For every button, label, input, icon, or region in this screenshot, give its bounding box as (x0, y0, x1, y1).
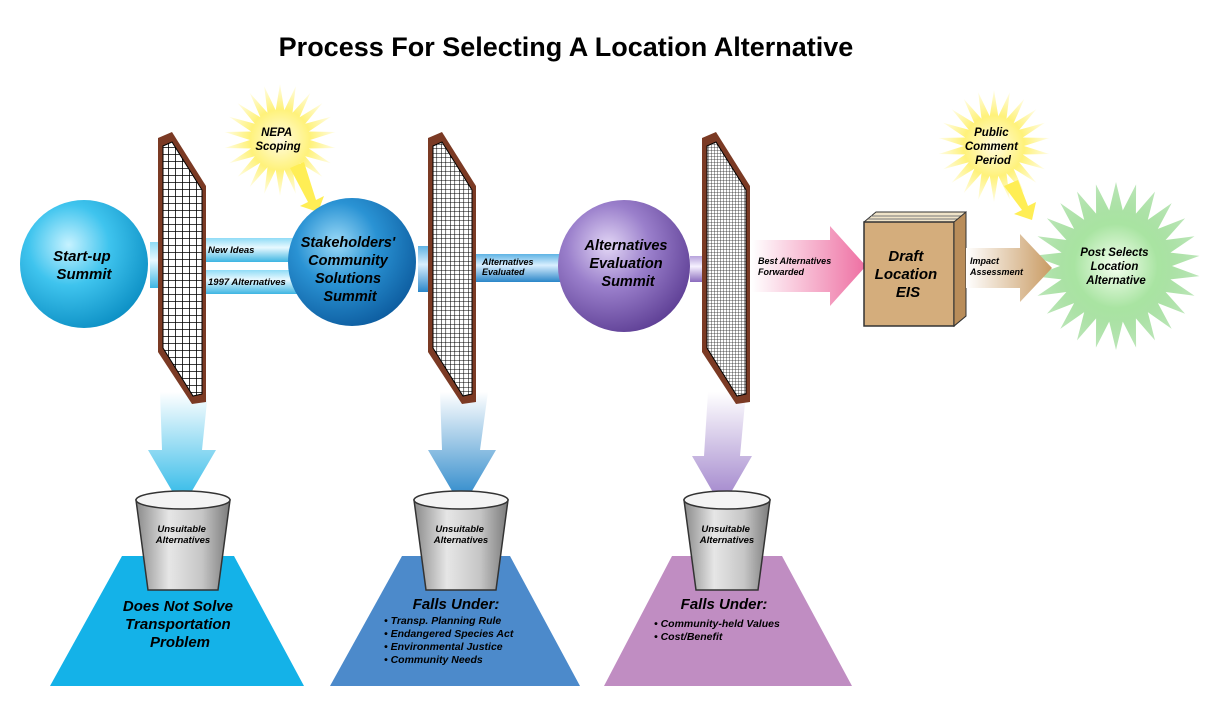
base-2 (330, 556, 580, 686)
base-3-list: • Community-held Values • Cost/Benefit (654, 618, 783, 643)
page-title: Process For Selecting A Location Alterna… (279, 32, 854, 62)
stakeholders-summit-label: Stakeholders' Community Solutions Summit (301, 235, 400, 305)
base-1 (50, 556, 304, 686)
down-arrow-1 (148, 392, 216, 508)
nepa-arrow (290, 162, 324, 212)
filter-screen-1 (158, 132, 206, 404)
base-2-title: Falls Under: (413, 596, 500, 613)
down-arrow-2 (428, 392, 496, 508)
nepa-scoping-sun: NEPA Scoping (224, 84, 336, 196)
evaluation-summit-circle (558, 200, 690, 332)
bucket-2 (413, 490, 509, 591)
impact-assessment-label: Impact Assessment (969, 256, 1024, 277)
base-1-text: Does Not Solve Transportation Problem (123, 598, 237, 651)
pipe-evaluated-label: Alternatives Evaluated (481, 257, 536, 277)
base-2-list: • Transp. Planning Rule • Endangered Spe… (384, 615, 516, 666)
post-selects-sun: Post Selects Location Alternative (1032, 182, 1200, 350)
base-3-title: Falls Under: (681, 596, 768, 613)
bucket-3 (683, 490, 771, 591)
impact-assessment-arrow (966, 234, 1052, 302)
startup-summit-circle (20, 200, 148, 328)
bucket-2-label: Unsuitable Alternatives (433, 524, 488, 546)
best-alternatives-arrow (752, 226, 866, 306)
public-arrow (1004, 180, 1036, 220)
stakeholders-summit-circle (288, 198, 416, 326)
public-comment-sun: Public Comment Period (938, 90, 1050, 202)
bucket-3-label: Unsuitable Alternatives (699, 524, 754, 546)
bucket-1 (135, 490, 231, 591)
pipe-1997-label: 1997 Alternatives (208, 277, 286, 288)
best-alternatives-label: Best Alternatives Forwarded (758, 256, 834, 277)
evaluation-summit-label: Alternatives Evaluation Summit (583, 238, 671, 290)
draft-eis-book: Draft Location EIS (863, 210, 967, 328)
post-selects-label: Post Selects Location Alternative (1080, 247, 1152, 287)
bucket-1-label: Unsuitable Alternatives (155, 524, 210, 546)
filter-screen-2 (428, 132, 476, 404)
filter-screen-3 (702, 132, 750, 404)
pipe-new-ideas-label: New Ideas (208, 245, 254, 256)
nepa-scoping-label: NEPA Scoping (255, 127, 300, 153)
pipe-evaluated (474, 254, 574, 282)
base-3 (604, 556, 852, 686)
down-arrow-3 (692, 392, 752, 508)
public-comment-label: Public Comment Period (965, 127, 1021, 167)
draft-eis-label: Draft Location EIS (875, 248, 942, 301)
startup-summit-label: Start-up Summit (53, 248, 115, 283)
